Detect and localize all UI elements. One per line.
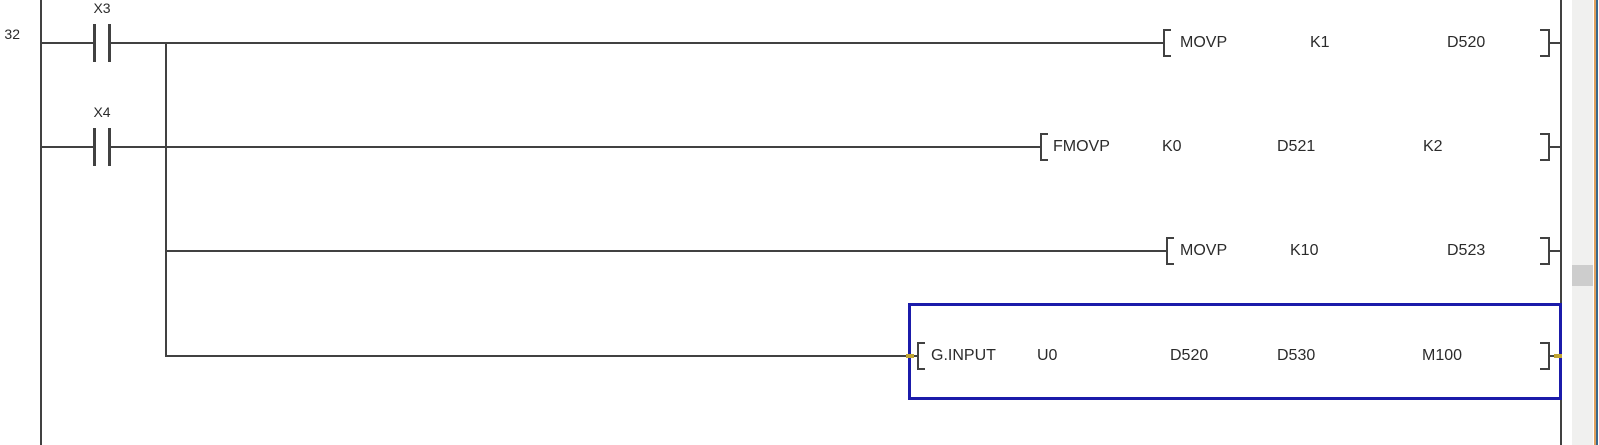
- instruction-operand: D520: [1170, 347, 1209, 364]
- instruction-operand: D530: [1277, 347, 1316, 364]
- contact-bar: [108, 128, 111, 166]
- instruction-operand: U0: [1037, 347, 1058, 364]
- instruction-mnemonic: FMOVP: [1053, 138, 1110, 155]
- instruction-operand: K2: [1423, 138, 1443, 155]
- connection-marker: [906, 354, 914, 358]
- wire: [42, 146, 93, 148]
- close-bracket: [1540, 133, 1550, 161]
- instruction-operand: M100: [1422, 347, 1463, 364]
- contact-bar: [93, 128, 96, 166]
- wire: [111, 42, 1164, 44]
- contact-bar: [93, 24, 96, 62]
- left-power-rail: [40, 0, 42, 445]
- vertical-scrollbar-track[interactable]: [1572, 0, 1593, 445]
- selection-box: [908, 303, 1562, 400]
- open-bracket: [1166, 237, 1174, 265]
- rung-step-number: 32: [4, 26, 20, 42]
- window-edge-accent: [1594, 0, 1596, 445]
- vertical-scrollbar-thumb[interactable]: [1572, 265, 1593, 286]
- wire: [1550, 42, 1561, 44]
- open-bracket: [1040, 133, 1048, 161]
- right-power-rail: [1560, 0, 1562, 445]
- wire: [111, 146, 1041, 148]
- wire: [42, 42, 93, 44]
- instruction-operand: K0: [1162, 138, 1182, 155]
- wire: [167, 355, 918, 357]
- instruction-operand: D523: [1447, 242, 1486, 259]
- wire: [1550, 146, 1561, 148]
- wire: [1550, 250, 1561, 252]
- instruction-operand: K10: [1290, 242, 1319, 259]
- window-edge-border: [1596, 0, 1598, 445]
- instruction-mnemonic: MOVP: [1180, 34, 1228, 51]
- connection-marker: [1554, 354, 1562, 358]
- instruction-mnemonic: G.INPUT: [931, 347, 996, 364]
- contact-label: X4: [93, 104, 111, 120]
- instruction-operand: D520: [1447, 34, 1486, 51]
- close-bracket: [1540, 342, 1550, 370]
- contact-bar: [108, 24, 111, 62]
- contact-label: X3: [93, 0, 111, 16]
- close-bracket: [1540, 29, 1550, 57]
- instruction-operand: D521: [1277, 138, 1316, 155]
- instruction-mnemonic: MOVP: [1180, 242, 1228, 259]
- branch-line: [165, 42, 167, 357]
- instruction-operand: K1: [1310, 34, 1330, 51]
- open-bracket: [1163, 29, 1171, 57]
- open-bracket: [917, 342, 925, 370]
- close-bracket: [1540, 237, 1550, 265]
- wire: [167, 250, 1167, 252]
